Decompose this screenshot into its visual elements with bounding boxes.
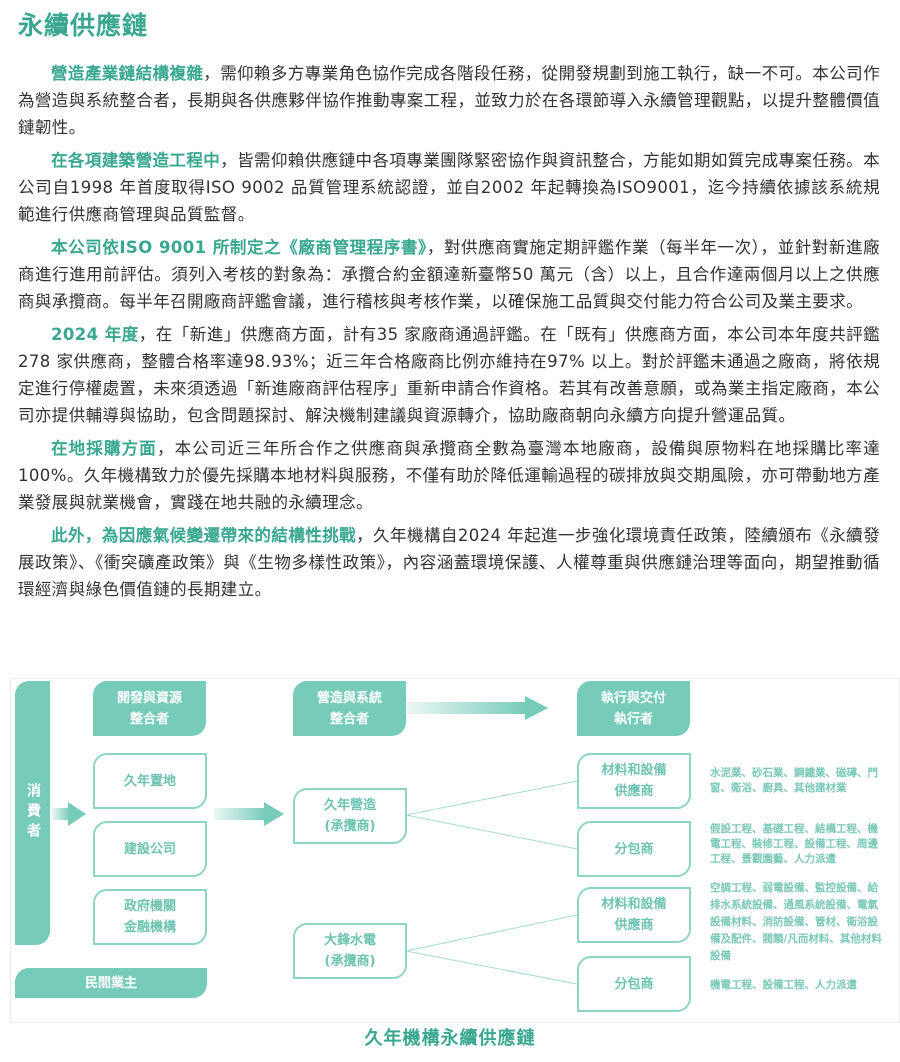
- box-jiunian-construction: 久年營造 (承攬商): [293, 788, 407, 844]
- box-subcontractor-2: 分包商: [577, 956, 691, 1012]
- box-construction-company: 建設公司: [93, 821, 207, 877]
- description-3: 空調工程、弱電設備、監控設備、給排水系統設備、通風系統設備、電氣設備材料、消防設…: [710, 882, 882, 962]
- paragraph-text: ，本公司近三年所合作之供應商與承攬商全數為臺灣本地廠商，設備與原物料在地採購比率…: [18, 439, 881, 512]
- header-executors: 執行與交付 執行者: [577, 681, 690, 736]
- arrow-consumer-to-developers: [52, 802, 86, 826]
- paragraph: 本公司依ISO 9001 所制定之《廠商管理程序書》，對供應商實施定期評鑑作業（…: [18, 234, 880, 315]
- paragraph-text: ，需仰賴多方專業角色協作完成各階段任務，從開發規劃到施工執行，缺一不可。本公司作…: [18, 64, 881, 137]
- paragraph-text: ，皆需仰賴供應鏈中各項專業團隊緊密協作與資訊整合，方能如期如質完成專案任務。本公…: [18, 151, 880, 224]
- paragraph-lead: 在地採購方面: [51, 439, 157, 458]
- connector-lines: [405, 780, 578, 985]
- paragraph-text: ，久年機構自2024 年起進一步強化環境責任政策，陸續頒布《永續發展政策》、《衝…: [18, 526, 880, 599]
- paragraph-lead: 在各項建築營造工程中: [51, 151, 221, 170]
- consumer-bar: 消費者: [15, 681, 50, 945]
- description-2: 假設工程、基礎工程、結構工程、機電工程、裝修工程、設備工程、周邊工程、景觀園藝、…: [710, 823, 878, 865]
- header-developers: 開發與資源 整合者: [93, 681, 206, 736]
- paragraph-lead: 2024 年度: [51, 325, 139, 344]
- box-jiunian-land: 久年置地: [93, 753, 207, 809]
- box-material-supplier-2: 材料和設備 供應商: [577, 887, 691, 943]
- page-title: 永續供應鏈: [18, 11, 149, 40]
- paragraph-text: ，在「新進」供應商方面，計有35 家廠商通過評鑑。在「既有」供應商方面，本公司本…: [18, 325, 881, 425]
- paragraph-lead: 營造產業鏈結構複雜: [51, 64, 204, 83]
- arrow-developers-to-contractors: [214, 802, 284, 826]
- paragraph-lead: 此外，為因應氣候變遷帶來的結構性挑戰: [51, 526, 357, 545]
- paragraph-text: ，對供應商實施定期評鑑作業（每半年一次），並針對新進廠商進行進用前評估。須列入考…: [18, 238, 880, 311]
- paragraph: 2024 年度，在「新進」供應商方面，計有35 家廠商通過評鑑。在「既有」供應商…: [18, 321, 880, 429]
- box-subcontractor-1: 分包商: [577, 821, 691, 877]
- header-contractors: 營造與系統 整合者: [293, 681, 406, 736]
- box-dafeng-mep: 大鋒水電 (承攬商): [293, 923, 407, 979]
- diagram-caption: 久年機構永續供應鏈: [364, 1028, 536, 1049]
- arrow-contractors-to-executors: [407, 696, 548, 720]
- description-1: 水泥業、砂石業、鋼鐵業、磁磚、門窗、衛浴、廚具、其他建材業: [710, 767, 878, 794]
- box-government-finance: 政府機關 金融機構: [93, 889, 207, 945]
- private-owner-bar: 民間業主: [15, 968, 207, 998]
- paragraph: 此外，為因應氣候變遷帶來的結構性挑戰，久年機構自2024 年起進一步強化環境責任…: [18, 522, 880, 603]
- box-material-supplier-1: 材料和設備 供應商: [577, 753, 691, 809]
- paragraph-lead: 本公司依ISO 9001 所制定之《廠商管理程序書》: [51, 238, 427, 257]
- paragraph: 營造產業鏈結構複雜，需仰賴多方專業角色協作完成各階段任務，從開發規劃到施工執行，…: [18, 60, 880, 141]
- description-4: 機電工程、設備工程、人力派遣: [710, 979, 857, 991]
- paragraph: 在各項建築營造工程中，皆需仰賴供應鏈中各項專業團隊緊密協作與資訊整合，方能如期如…: [18, 147, 880, 228]
- paragraph: 在地採購方面，本公司近三年所合作之供應商與承攬商全數為臺灣本地廠商，設備與原物料…: [18, 435, 880, 516]
- body-text: 營造產業鏈結構複雜，需仰賴多方專業角色協作完成各階段任務，從開發規劃到施工執行，…: [18, 60, 880, 609]
